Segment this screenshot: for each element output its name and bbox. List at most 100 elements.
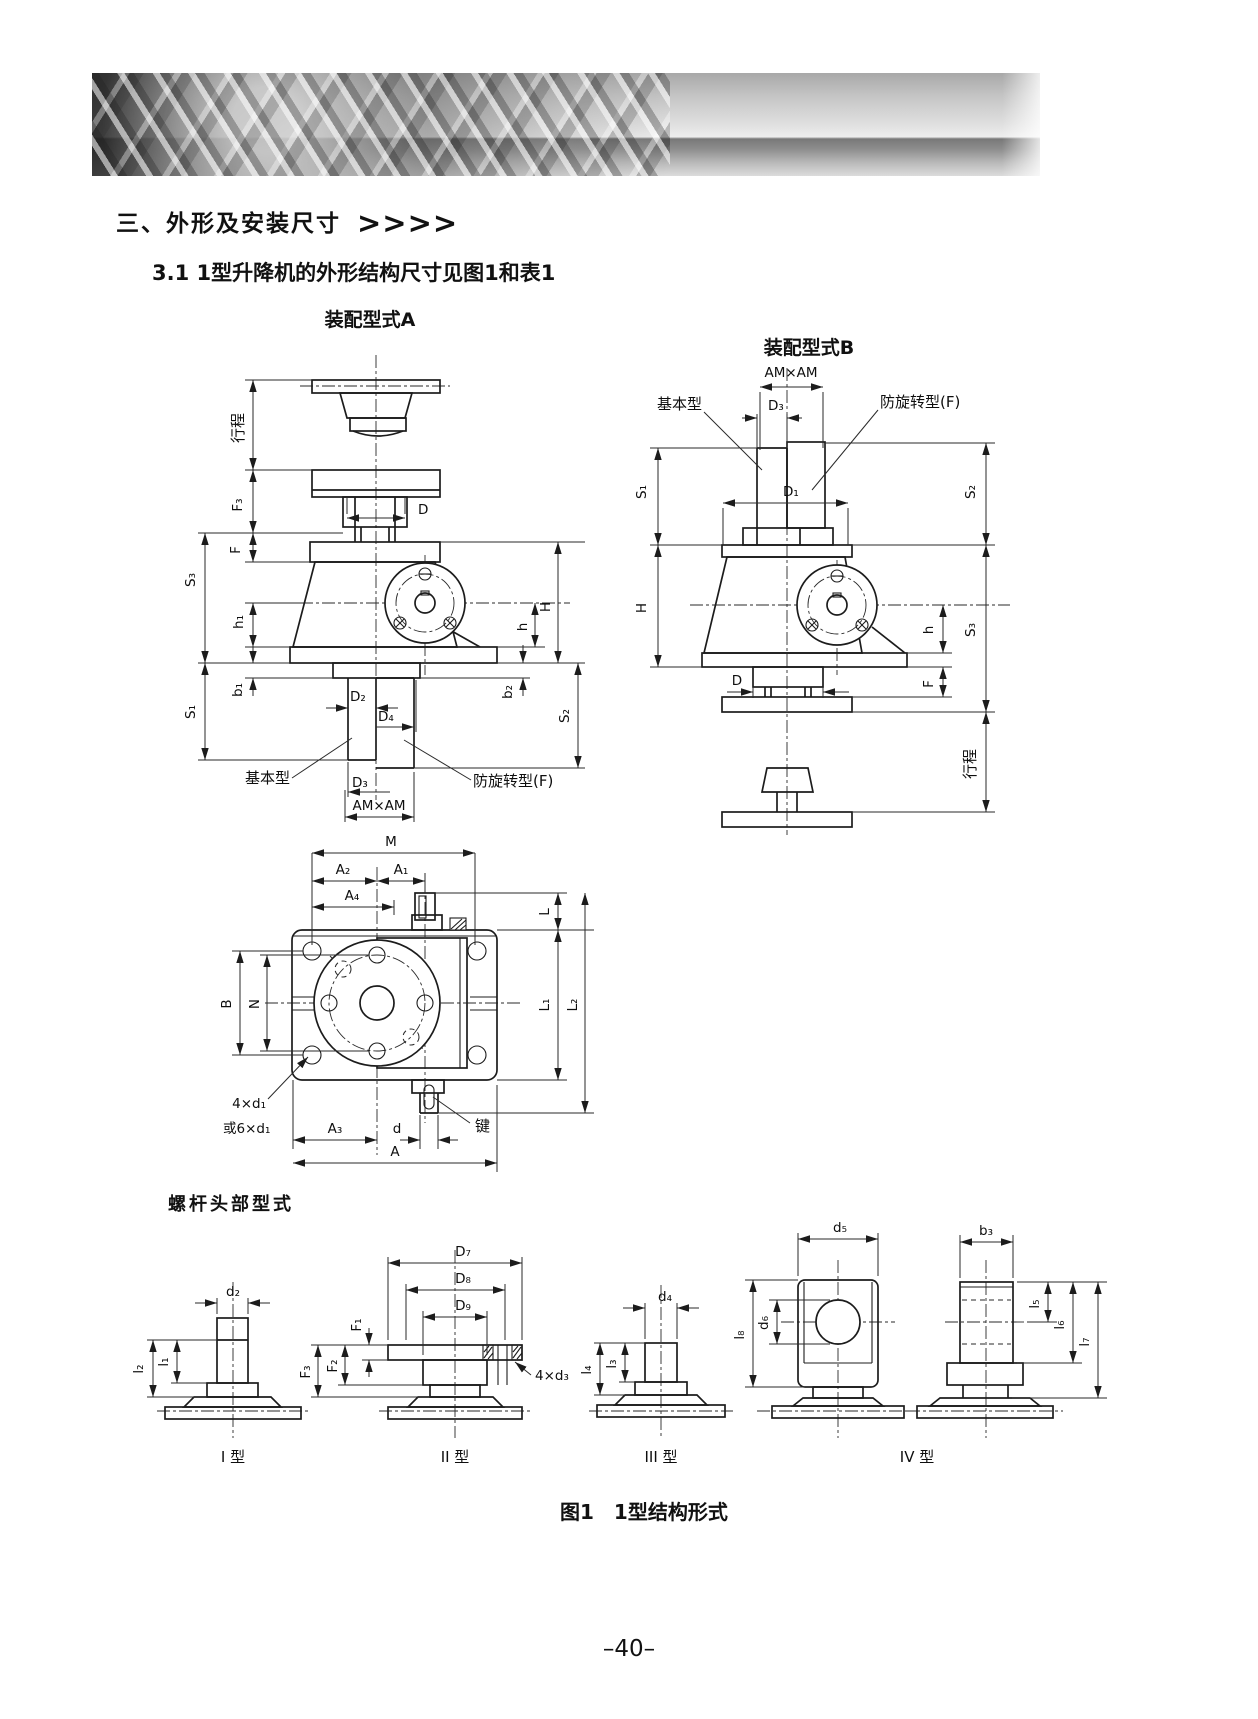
- assembly-a-worm-flange: [384, 562, 466, 644]
- top-view-dimension-lines: [236, 849, 589, 1167]
- dim-l5-label-t4: l₅: [1027, 1299, 1043, 1308]
- dim-f-label-a: F: [228, 546, 244, 554]
- assembly-b-title: 装配型式B: [763, 337, 855, 359]
- gears-photo-decoration: [92, 73, 671, 176]
- dim-f3-label-a: F₃: [230, 498, 246, 511]
- holes-4xd3-label-t2: 4×d₃: [535, 1368, 569, 1384]
- top-view-extension-lines: [232, 853, 594, 1172]
- dim-d1-label-b: D₁: [783, 484, 799, 500]
- dim-f-label-b: F: [921, 680, 937, 688]
- assembly-a-extension-lines: [198, 379, 585, 822]
- dim-am-label-b: AM×AM: [764, 365, 817, 381]
- assembly-a-title: 装配型式A: [324, 309, 416, 331]
- dim-l8-label-t4: l₈: [732, 1330, 748, 1339]
- dim-l7-label-t4: l₇: [1077, 1337, 1093, 1346]
- assembly-b-extension-lines: [650, 392, 995, 813]
- dim-b1-label-a: b₁: [230, 683, 246, 697]
- screw-head-types-drawing: d₂ l₁ l₂ I 型: [131, 1220, 1107, 1466]
- assembly-a-dimension-lines: [201, 380, 582, 821]
- subsection-title: 3.1 1型升降机的外形结构尺寸见图1和表1: [152, 261, 556, 285]
- dim-d9-label-t2: D₉: [455, 1298, 471, 1314]
- top-view-labels: M A₂ A₁ A₄ L L₁ L₂ B N 4×d₁ 或6×d₁ A₃ d 键…: [219, 834, 581, 1160]
- dim-l1-label-t1: l₁: [156, 1357, 172, 1366]
- dim-am-label-a: AM×AM: [352, 798, 405, 814]
- dim-l-label: L: [537, 908, 553, 916]
- assembly-b-outline: [701, 441, 908, 828]
- assembly-a-labels: 行程 F₃ F S₃ D h₁ b₁ S₁ D₂ D₄ D₃ AM×AM 基本型…: [183, 413, 573, 814]
- holes-6xd1-label: 或6×d₁: [223, 1121, 270, 1137]
- dim-s1-label-a: S₁: [183, 705, 199, 719]
- holes-4xd1-label: 4×d₁: [232, 1096, 266, 1112]
- dim-d-label-b: D: [732, 673, 742, 689]
- basic-type-label-b: 基本型: [657, 395, 702, 413]
- header-banner-image: [92, 73, 1040, 176]
- type4-side-view-drawing: b₃ l₅ l₆ l₇: [907, 1223, 1107, 1438]
- type4-label: IV 型: [900, 1448, 934, 1466]
- anti-rotation-label-a: 防旋转型(F): [473, 772, 553, 790]
- page-number: –40–: [602, 1636, 656, 1662]
- basic-type-label-a: 基本型: [245, 769, 290, 787]
- dim-f2-label-t2: F₂: [325, 1359, 341, 1372]
- section-title-text: 三、外形及安装尺寸: [116, 211, 341, 237]
- dim-l6-label-t4: l₆: [1052, 1320, 1068, 1329]
- dim-h-label-b: h: [921, 626, 937, 635]
- dim-b3-label-t4: b₃: [979, 1223, 993, 1239]
- assembly-a-outline: [289, 379, 498, 769]
- assembly-b-worm-flange: [796, 564, 878, 646]
- dim-s1-label-b: S₁: [634, 485, 650, 499]
- type1-drawing: d₂ l₁ l₂ I 型: [131, 1282, 309, 1466]
- banner-fade: [1002, 73, 1040, 176]
- dim-stroke-label-b: 行程: [961, 749, 979, 779]
- dim-d3-label-b: D₃: [768, 398, 784, 414]
- screw-heads-heading: 螺杆头部型式: [168, 1194, 294, 1215]
- dim-H-label-a: H: [538, 602, 554, 612]
- top-view-flange-circle: [313, 939, 441, 1067]
- type1-label: I 型: [221, 1448, 245, 1466]
- dim-l3-label-t3: l₃: [604, 1359, 620, 1368]
- top-view-key-section: [449, 917, 467, 931]
- dim-m-label: M: [385, 834, 397, 850]
- dim-a1-label: A₁: [394, 862, 409, 878]
- dim-h1-label-a: h₁: [231, 615, 247, 629]
- assembly-b-dimension-lines: [654, 383, 990, 812]
- anti-rotation-label-b: 防旋转型(F): [880, 393, 960, 411]
- dim-l1-label: L₁: [537, 999, 553, 1012]
- dim-h-label-a: h: [515, 623, 531, 632]
- assembly-b-drawing: AM×AM 基本型 D₃ 防旋转型(F) S₁ D₁ S₂ H h S₃ D F…: [634, 365, 1010, 835]
- dim-a3-label: A₃: [328, 1121, 343, 1137]
- figure-caption: 图1 1型结构形式: [560, 1500, 728, 1524]
- assembly-b-labels: AM×AM 基本型 D₃ 防旋转型(F) S₁ D₁ S₂ H h S₃ D F…: [634, 365, 979, 779]
- dim-l2-label: L₂: [565, 999, 581, 1012]
- dim-b2-label-a: b₂: [500, 685, 516, 699]
- top-view-drawing: M A₂ A₁ A₄ L L₁ L₂ B N 4×d₁ 或6×d₁ A₃ d 键…: [219, 834, 594, 1172]
- key-label: 键: [475, 1117, 490, 1135]
- dim-s2-label-b: S₂: [963, 485, 979, 499]
- dim-l2-label-t1: l₂: [131, 1364, 147, 1373]
- dim-s3-label-a: S₃: [183, 573, 199, 587]
- dim-d4-label-a: D₄: [378, 709, 394, 725]
- section-title: 三、外形及安装尺寸>>>>: [116, 204, 458, 240]
- dim-s3-label-b: S₃: [963, 623, 979, 637]
- dim-d-label-a: D: [418, 502, 428, 518]
- dim-f3-label-t2: F₃: [298, 1365, 314, 1378]
- dim-a-label: A: [390, 1144, 400, 1160]
- dim-a4-label: A₄: [345, 888, 360, 904]
- dim-d4-label-t3: d₄: [658, 1289, 672, 1305]
- dim-d2-label-a: D₂: [350, 689, 366, 705]
- type2-label: II 型: [441, 1448, 470, 1466]
- dim-a2-label: A₂: [336, 862, 351, 878]
- dim-f1-label-t2: F₁: [349, 1318, 365, 1331]
- dim-d8-label-t2: D₈: [455, 1271, 471, 1287]
- dim-d5-label-t4: d₅: [833, 1220, 847, 1236]
- dim-n-label: N: [247, 999, 263, 1009]
- dim-d-small-label: d: [393, 1121, 402, 1137]
- dim-b-label: B: [219, 999, 235, 1008]
- type2-bolt-hatch: [482, 1344, 523, 1385]
- dim-d7-label-t2: D₇: [455, 1244, 471, 1260]
- type4-front-view-drawing: d₅ d₆ l₈ IV 型: [732, 1220, 934, 1466]
- assembly-a-drawing: 行程 F₃ F S₃ D h₁ b₁ S₁ D₂ D₄ D₃ AM×AM 基本型…: [183, 355, 585, 822]
- dim-d3-label-a: D₃: [352, 775, 368, 791]
- dim-l4-label-t3: l₄: [579, 1365, 595, 1374]
- dim-stroke-label-a: 行程: [229, 413, 247, 443]
